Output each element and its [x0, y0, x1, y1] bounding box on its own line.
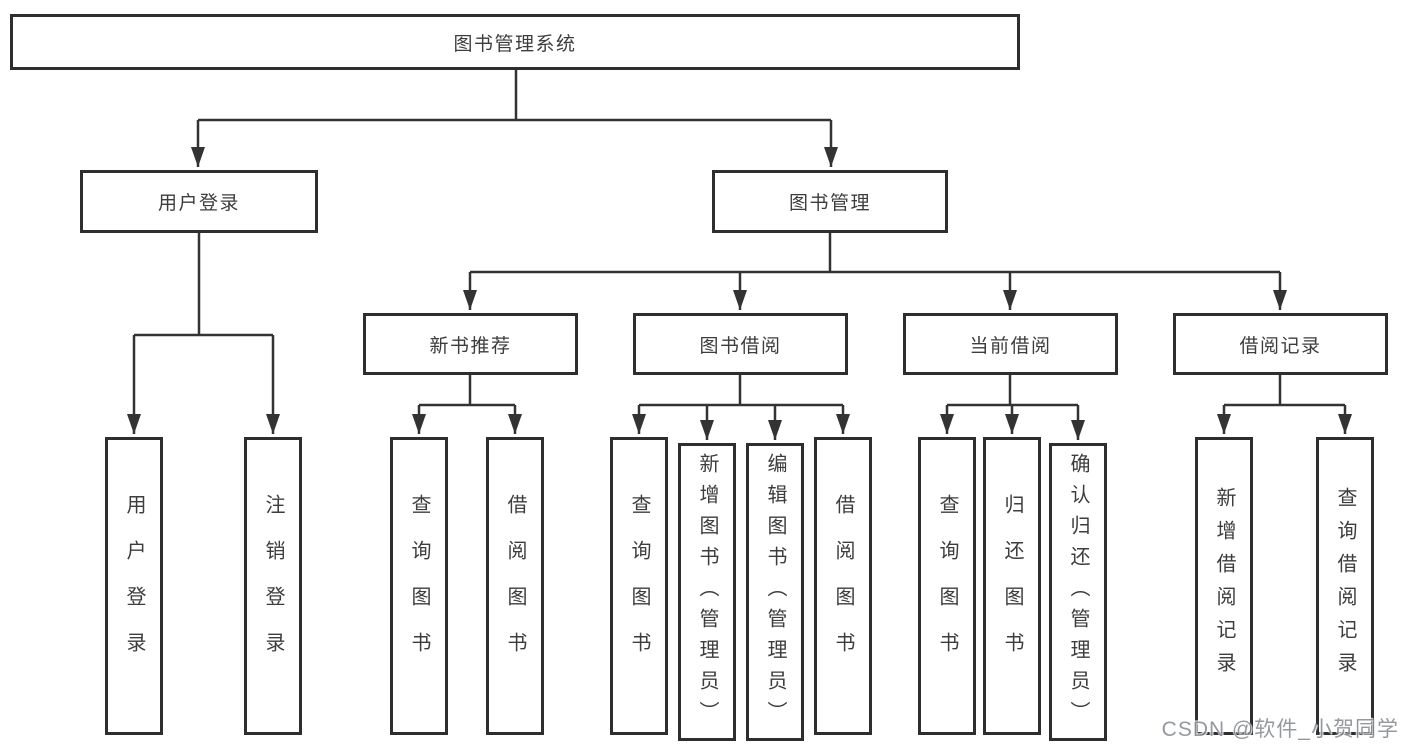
node-leaf-bb-borrow-books: 借阅图书	[814, 437, 872, 735]
node-leaf-br-query-record: 查询借阅记录	[1316, 437, 1374, 735]
node-new-book-recommend: 新书推荐	[363, 313, 578, 375]
node-book-management: 图书管理	[712, 170, 948, 233]
node-leaf-bb-edit-books-admin: 编辑图书（管理员）	[746, 443, 804, 741]
node-leaf-bb-query-books: 查询图书	[610, 437, 668, 735]
node-leaf-user-login: 用户登录	[105, 437, 163, 735]
node-leaf-bb-add-books-admin: 新增图书（管理员）	[678, 443, 736, 741]
node-leaf-cb-query-books: 查询图书	[918, 437, 976, 735]
node-leaf-br-add-record: 新增借阅记录	[1195, 437, 1253, 735]
node-leaf-cb-return-books: 归还图书	[983, 437, 1041, 735]
node-current-borrowing: 当前借阅	[903, 313, 1118, 375]
node-user-login: 用户登录	[80, 170, 318, 233]
csdn-watermark: CSDN @软件_小贺同学	[1161, 718, 1399, 741]
node-root-system: 图书管理系统	[10, 14, 1020, 70]
node-borrowing-records: 借阅记录	[1173, 313, 1388, 375]
node-leaf-logout: 注销登录	[244, 437, 302, 735]
node-leaf-rec-query-books: 查询图书	[390, 437, 448, 735]
node-leaf-rec-borrow-books: 借阅图书	[486, 437, 544, 735]
node-book-borrowing: 图书借阅	[633, 313, 848, 375]
node-leaf-cb-confirm-return-admin: 确认归还（管理员）	[1049, 443, 1107, 741]
